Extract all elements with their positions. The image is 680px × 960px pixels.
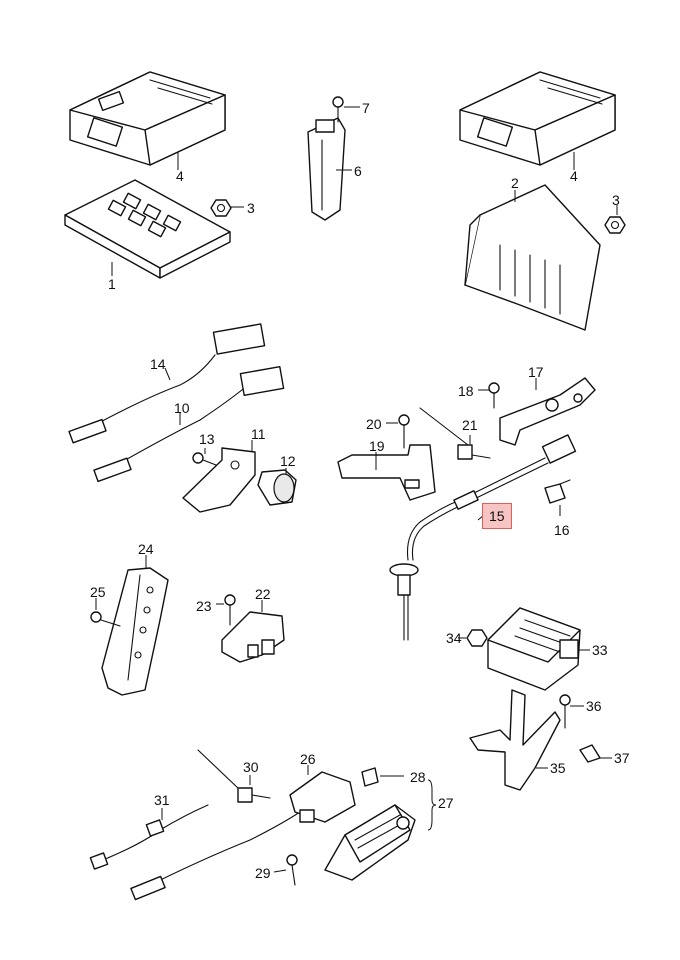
clip-21[interactable]: [419, 407, 491, 460]
part-label-31[interactable]: 31: [154, 792, 170, 808]
part-label-18[interactable]: 18: [458, 383, 474, 399]
part-label-29[interactable]: 29: [255, 865, 271, 881]
screw-13[interactable]: [192, 452, 217, 466]
part-label-15-highlighted[interactable]: 15: [482, 503, 512, 529]
part-label-35[interactable]: 35: [550, 760, 566, 776]
bracket-35[interactable]: [469, 689, 561, 791]
part-label-7[interactable]: 7: [362, 100, 370, 116]
screw-20[interactable]: [398, 414, 410, 449]
part-label-21[interactable]: 21: [462, 417, 478, 433]
part-label-11[interactable]: 11: [251, 426, 266, 442]
part-label-14[interactable]: 14: [150, 356, 166, 372]
holder-bracket[interactable]: [64, 179, 231, 279]
part-label-26[interactable]: 26: [300, 751, 316, 767]
part-label-19[interactable]: 19: [369, 438, 385, 454]
part-label-12[interactable]: 12: [280, 453, 296, 469]
screw-18[interactable]: [488, 382, 500, 409]
bracket-24[interactable]: [101, 567, 169, 696]
part-label-28[interactable]: 28: [410, 769, 426, 785]
clip-30[interactable]: [197, 749, 271, 803]
part-label-1[interactable]: 1: [108, 276, 116, 292]
part-label-3-left[interactable]: 3: [247, 200, 255, 216]
part-label-17[interactable]: 17: [528, 364, 544, 380]
screw-23[interactable]: [224, 594, 236, 626]
part-label-23[interactable]: 23: [196, 598, 212, 614]
nut-34[interactable]: [466, 629, 488, 647]
control-unit-right[interactable]: [459, 71, 616, 166]
control-unit-27[interactable]: [324, 804, 416, 881]
lambda-probe-10[interactable]: [93, 365, 285, 483]
part-label-16[interactable]: 16: [554, 522, 570, 538]
part-label-6[interactable]: 6: [354, 163, 362, 179]
part-label-24[interactable]: 24: [138, 541, 154, 557]
sensor-6[interactable]: [307, 117, 346, 221]
temperature-sender-15[interactable]: [389, 434, 577, 641]
control-unit-left[interactable]: [69, 71, 226, 166]
part-label-33[interactable]: 33: [592, 642, 608, 658]
part-label-37[interactable]: 37: [614, 750, 630, 766]
nut-right[interactable]: [604, 216, 626, 234]
part-label-36[interactable]: 36: [586, 698, 602, 714]
part-label-20[interactable]: 20: [366, 416, 382, 432]
clip-16[interactable]: [544, 479, 571, 504]
bracket-2[interactable]: [464, 184, 601, 331]
part-label-3-right[interactable]: 3: [612, 192, 620, 208]
screw-36[interactable]: [559, 694, 571, 729]
lambda-probe-14[interactable]: [68, 323, 266, 444]
part-label-27[interactable]: 27: [438, 795, 454, 811]
part-label-22[interactable]: 22: [255, 586, 271, 602]
screw-29[interactable]: [286, 854, 298, 886]
clip-37[interactable]: [579, 744, 601, 763]
part-label-4-right[interactable]: 4: [570, 168, 578, 184]
probe-26[interactable]: [130, 771, 356, 901]
control-unit-33[interactable]: [487, 607, 581, 691]
bracket-17[interactable]: [499, 377, 596, 446]
pressure-sensor-22[interactable]: [221, 611, 285, 663]
part-label-10[interactable]: 10: [174, 400, 190, 416]
part-label-2[interactable]: 2: [511, 175, 519, 191]
part-label-34[interactable]: 34: [446, 630, 462, 646]
screw-25[interactable]: [90, 611, 121, 627]
cap-12[interactable]: [257, 469, 297, 506]
part-label-13[interactable]: 13: [199, 431, 215, 447]
bracket-19[interactable]: [337, 444, 436, 501]
clip-28[interactable]: [361, 767, 379, 787]
bracket-11[interactable]: [182, 447, 256, 513]
sensor-31[interactable]: [89, 804, 209, 870]
part-label-25[interactable]: 25: [90, 584, 106, 600]
screw-7[interactable]: [332, 96, 344, 123]
nut-left[interactable]: [210, 199, 232, 217]
part-label-4-left[interactable]: 4: [176, 168, 184, 184]
part-label-30[interactable]: 30: [243, 759, 259, 775]
